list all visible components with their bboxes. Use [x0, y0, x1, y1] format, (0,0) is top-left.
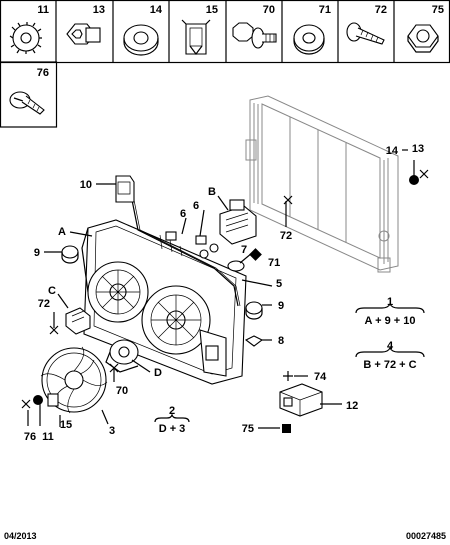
socket-plug-icon	[66, 23, 101, 45]
parts-panel-number-11: 11	[37, 4, 49, 16]
formula-4-expression: B + 72 + C	[363, 359, 416, 371]
callout-a: A	[58, 226, 66, 238]
parts-panel-number-13: 13	[93, 4, 105, 16]
self-tapping-screw-icon	[346, 22, 385, 45]
cross-marker-76	[21, 399, 31, 409]
callout-70: 70	[116, 385, 128, 397]
dot-marker-14	[409, 175, 419, 185]
callout-11: 11	[42, 431, 54, 443]
hex-nut-icon	[407, 24, 439, 53]
grommet-9-right	[245, 301, 263, 320]
flanged-bolt-icon	[232, 22, 277, 49]
footer-date: 04/2013	[4, 531, 37, 541]
callout-6-right: 6	[193, 200, 199, 212]
square-marker-15	[47, 393, 59, 407]
grommet-7	[227, 260, 245, 272]
diamond-marker-71	[249, 248, 262, 261]
cross-marker-13	[419, 169, 429, 179]
grommet-9-left	[61, 245, 79, 264]
callout-b: B	[208, 186, 216, 198]
formula-2-number: 2	[169, 405, 175, 417]
callout-72-left: 72	[38, 298, 50, 310]
parts-panel-number-14: 14	[150, 4, 163, 16]
resistor-unit-b	[219, 199, 257, 245]
assembly-formula-4: 4 B + 72 + C	[355, 340, 425, 371]
callout-12: 12	[346, 400, 358, 412]
resistor-c	[65, 307, 91, 335]
ring-seal-icon	[123, 24, 159, 56]
parts-panel-number-76: 76	[37, 67, 49, 79]
parts-panel-number-70: 70	[263, 4, 275, 16]
fan-opening-right	[141, 285, 211, 355]
callout-8: 8	[278, 335, 284, 347]
square-marker-75	[282, 424, 291, 433]
assembly-formula-1: 1 A + 9 + 10	[355, 296, 425, 327]
parts-panel-number-15: 15	[206, 4, 218, 16]
clip-8	[244, 335, 264, 347]
fan-opening-left	[87, 261, 149, 323]
dot-marker-11	[33, 395, 43, 405]
callout-5: 5	[276, 278, 282, 290]
serrated-washer-icon	[9, 22, 42, 54]
callout-10: 10	[80, 179, 92, 191]
callout-15: 15	[60, 419, 72, 431]
parts-panel-number-75: 75	[432, 4, 444, 16]
fastener-markers	[21, 169, 429, 433]
callout-c: C	[48, 285, 56, 297]
control-module-12	[279, 383, 323, 417]
cross-marker-72-top	[283, 195, 293, 205]
clip-6	[165, 231, 219, 259]
slotted-screw-icon	[9, 91, 45, 115]
formula-2-expression: D + 3	[159, 423, 186, 435]
leader-lines	[27, 149, 415, 429]
callout-75: 75	[242, 423, 254, 435]
wiring-harness	[131, 199, 241, 307]
callout-14: 14	[386, 145, 399, 157]
callout-6-left: 6	[180, 208, 186, 220]
callout-71: 71	[268, 257, 280, 269]
parts-panel	[0, 0, 450, 128]
formula-1-number: 1	[387, 296, 393, 308]
callout-7: 7	[241, 244, 247, 256]
callout-9-left: 9	[34, 247, 40, 259]
parts-panel-number-72: 72	[375, 4, 387, 16]
callout-d: D	[154, 367, 162, 379]
footer-reference: 00027485	[406, 531, 446, 541]
flat-washer-icon	[293, 24, 325, 55]
parts-panel-number-71: 71	[319, 4, 331, 16]
callout-72-top: 72	[280, 230, 292, 242]
callout-74: 74	[314, 371, 327, 383]
plus-marker-74	[283, 371, 293, 381]
cross-marker-72-left	[49, 325, 59, 335]
callout-76: 76	[24, 431, 36, 443]
callout-9-right: 9	[278, 300, 284, 312]
formula-1-expression: A + 9 + 10	[365, 315, 416, 327]
radiator	[245, 95, 399, 273]
cross-marker-70	[109, 363, 119, 373]
shroud-bracket-lower	[199, 329, 227, 377]
formula-4-number: 4	[387, 340, 394, 352]
callout-3: 3	[109, 425, 115, 437]
callout-13: 13	[412, 143, 424, 155]
connector-10	[115, 175, 135, 203]
assembly-formula-2: 2 D + 3	[154, 405, 190, 435]
spring-clip-icon	[181, 19, 211, 55]
